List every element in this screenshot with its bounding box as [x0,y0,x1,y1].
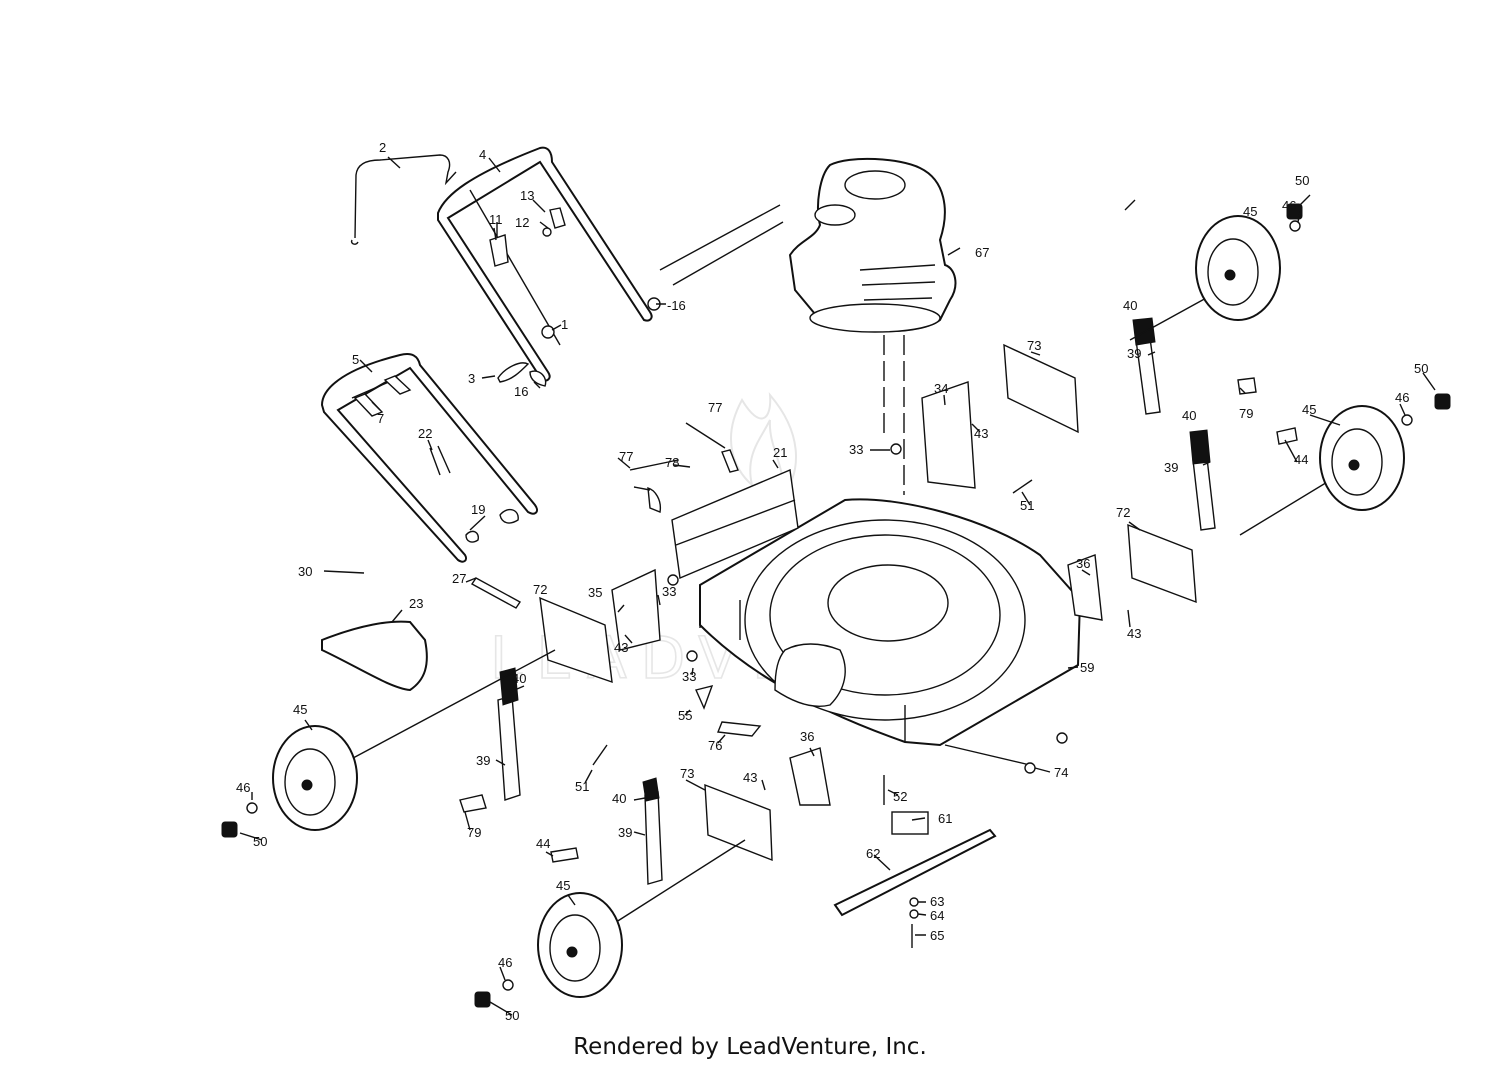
callout-39a: 39 [1127,346,1141,361]
deck-part [699,498,1082,747]
upper-handle-part [437,146,653,382]
callout-44a: 44 [1294,452,1308,467]
callout-63: 63 [930,894,944,909]
callout-39b: 39 [1164,460,1178,475]
callout-labels: 1 2 3 4 5 7 11 12 13 -16 16 19 21 22 23 … [236,140,1428,1023]
callout-4: 4 [479,147,486,162]
callout-43a: 43 [974,426,988,441]
callout-40d: 40 [612,791,626,806]
callout-45c: 45 [293,702,307,717]
callout-30: 30 [298,564,312,579]
callout-45d: 45 [556,878,570,893]
lower-handle-part [320,353,538,563]
callout-67: 67 [975,245,989,260]
callout-43c: 43 [614,640,628,655]
callout-78: 78 [665,455,679,470]
callout-39c: 39 [476,753,490,768]
callout-50c: 50 [253,834,267,849]
blade-part [833,811,997,917]
rear-flap-part [671,468,799,580]
callout-74: 74 [1054,765,1068,780]
callout-3: 3 [468,371,475,386]
callout-46d: 46 [498,955,512,970]
callout-50d: 50 [505,1008,519,1023]
hubcaps-and-nuts-parts [221,203,1451,1008]
callout-45b: 45 [1302,402,1316,417]
callout-72a: 72 [533,582,547,597]
wheel-rear-left-part [272,725,358,831]
callout-46b: 46 [1395,390,1409,405]
grass-deflector-part [321,620,428,692]
callout-36a: 36 [1076,556,1090,571]
callout-13: 13 [520,188,534,203]
callout-22: 22 [418,426,432,441]
callout-45a: 45 [1243,204,1257,219]
callout-23: 23 [409,596,423,611]
callout-33a: 33 [849,442,863,457]
wheel-front-left-part [537,892,623,998]
callout-79b: 79 [467,825,481,840]
callout-55: 55 [678,708,692,723]
callout-36b: 36 [800,729,814,744]
callout-33c: 33 [682,669,696,684]
callout-19: 19 [471,502,485,517]
callout-61: 61 [938,811,952,826]
callout-46c: 46 [236,780,250,795]
fastener-parts [459,377,1298,948]
callout-77a: 77 [708,400,722,415]
callout-62: 62 [866,846,880,861]
callout-50a: 50 [1295,173,1309,188]
callout-65: 65 [930,928,944,943]
callout-43d: 43 [743,770,757,785]
callout-79a: 79 [1239,406,1253,421]
callout-52: 52 [893,789,907,804]
callout-46a: 46 [1282,198,1296,213]
leader-lines [239,156,1436,1016]
wheel-front-right-part [1319,405,1405,511]
engine-part [659,157,957,333]
callout-40c: 40 [512,671,526,686]
callout-16a: -16 [667,298,686,313]
callout-34: 34 [934,381,948,396]
callout-21: 21 [773,445,787,460]
callout-72b: 72 [1116,505,1130,520]
callout-2: 2 [379,140,386,155]
handle-hardware-parts [323,207,661,609]
callout-33b: 33 [662,584,676,599]
bracket-plates-parts [539,343,1197,862]
callout-76: 76 [708,738,722,753]
callout-50b: 50 [1414,361,1428,376]
callout-7: 7 [377,411,384,426]
callout-43b: 43 [1127,626,1141,641]
callout-40a: 40 [1123,298,1137,313]
callout-64: 64 [930,908,944,923]
callout-12: 12 [515,215,529,230]
wheel-rear-right-part [1195,215,1281,321]
callout-16b: 16 [514,384,528,399]
callout-51b: 51 [575,779,589,794]
callout-51a: 51 [1020,498,1034,513]
callout-11: 11 [489,212,503,227]
callout-59: 59 [1080,660,1094,675]
footer-credit: Rendered by LeadVenture, Inc. [573,1034,927,1060]
callout-73a: 73 [1027,338,1041,353]
callout-1: 1 [561,317,568,332]
callout-73b: 73 [680,766,694,781]
callout-77b: 77 [619,449,633,464]
callout-40b: 40 [1182,408,1196,423]
callout-44b: 44 [536,836,550,851]
callout-5: 5 [352,352,359,367]
control-bar-part [350,154,457,245]
callout-35: 35 [588,585,602,600]
callout-27: 27 [452,571,466,586]
callout-39d: 39 [618,825,632,840]
